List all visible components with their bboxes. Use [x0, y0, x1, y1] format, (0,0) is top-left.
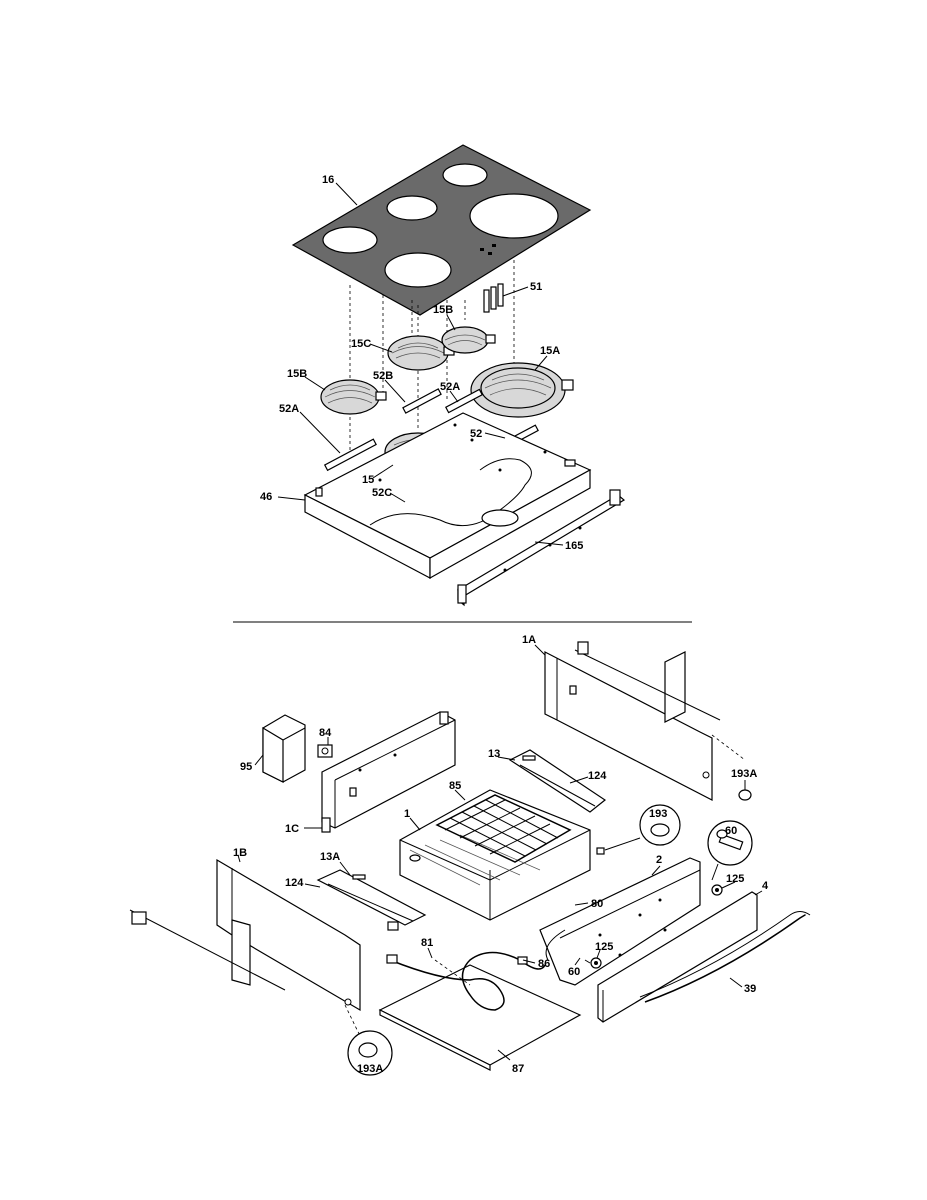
callout-15A: 15A — [540, 345, 560, 357]
side-trim — [457, 489, 626, 607]
callout-165: 165 — [565, 540, 583, 552]
callout-15C: 15C — [351, 338, 371, 350]
glass-cooktop — [291, 144, 592, 316]
callout-1B: 1B — [233, 847, 247, 859]
leader-lines-bottom — [237, 644, 763, 1061]
callout-15B-left: 15B — [287, 368, 307, 380]
callout-2: 2 — [656, 854, 662, 866]
callout-39: 39 — [744, 983, 756, 995]
slide-rail-right — [508, 749, 607, 813]
callout-13A: 13A — [320, 851, 340, 863]
clip — [317, 744, 333, 758]
bottom-plate — [378, 959, 582, 1071]
callout-15B-top: 15B — [433, 304, 453, 316]
callout-1C: 1C — [285, 823, 299, 835]
plug-193A-right — [738, 789, 752, 801]
callout-193A-right: 193A — [731, 768, 757, 780]
callout-16: 16 — [322, 174, 334, 186]
burner-15A — [470, 362, 574, 418]
callout-87: 87 — [512, 1063, 524, 1075]
callout-1: 1 — [404, 808, 410, 820]
callout-125-top: 125 — [726, 873, 744, 885]
callout-52C: 52C — [372, 487, 392, 499]
warming-drawer — [399, 789, 591, 921]
burner-15B-left — [320, 379, 387, 415]
callout-13: 13 — [488, 748, 500, 760]
callout-15: 15 — [362, 474, 374, 486]
callout-52: 52 — [470, 428, 482, 440]
callout-193A-bottom: 193A — [357, 1063, 383, 1075]
callout-124-left: 124 — [285, 877, 304, 889]
callout-52B: 52B — [373, 370, 393, 382]
callout-81: 81 — [421, 937, 433, 949]
left-side-panel — [129, 858, 363, 1041]
callout-86: 86 — [538, 958, 550, 970]
plug-193-detail — [596, 804, 681, 855]
drawer-handle — [639, 911, 811, 1003]
callout-124-top: 124 — [588, 770, 607, 782]
leader-lines-top — [277, 182, 564, 546]
screw-60-detail — [707, 820, 753, 881]
callout-labels: 16 51 15B 15C 15A 15B 52B 52A 52A 52 15 … — [233, 174, 769, 1075]
callout-85: 85 — [449, 780, 461, 792]
drawer-front-inner — [539, 857, 701, 986]
infinite-switch — [483, 283, 504, 313]
burner-15C — [387, 335, 455, 371]
plug-193A-detail — [347, 1030, 393, 1076]
callout-1A: 1A — [522, 634, 536, 646]
callout-95: 95 — [240, 761, 252, 773]
callout-52A-mid: 52A — [440, 381, 460, 393]
callout-84: 84 — [319, 727, 332, 739]
callout-193: 193 — [649, 808, 667, 820]
drawer-front-panel — [597, 891, 758, 1023]
burner-box — [303, 412, 592, 580]
burner-15B-top — [441, 326, 496, 354]
callout-60-low: 60 — [568, 966, 580, 978]
callout-60-top: 60 — [725, 825, 737, 837]
callout-4: 4 — [762, 880, 769, 892]
callout-125-low: 125 — [595, 941, 613, 953]
rear-panel — [321, 711, 456, 833]
slide-rail-left — [316, 869, 427, 931]
callout-52A-left: 52A — [279, 403, 299, 415]
oven-rack — [435, 794, 572, 863]
callout-46: 46 — [260, 491, 272, 503]
callout-51: 51 — [530, 281, 542, 293]
terminal-cover — [262, 714, 306, 783]
heating-element — [386, 951, 546, 1011]
right-side-panel — [544, 641, 746, 801]
bushing-125-top — [711, 884, 723, 896]
callout-80: 80 — [591, 898, 603, 910]
bushing-125-low — [584, 957, 602, 969]
